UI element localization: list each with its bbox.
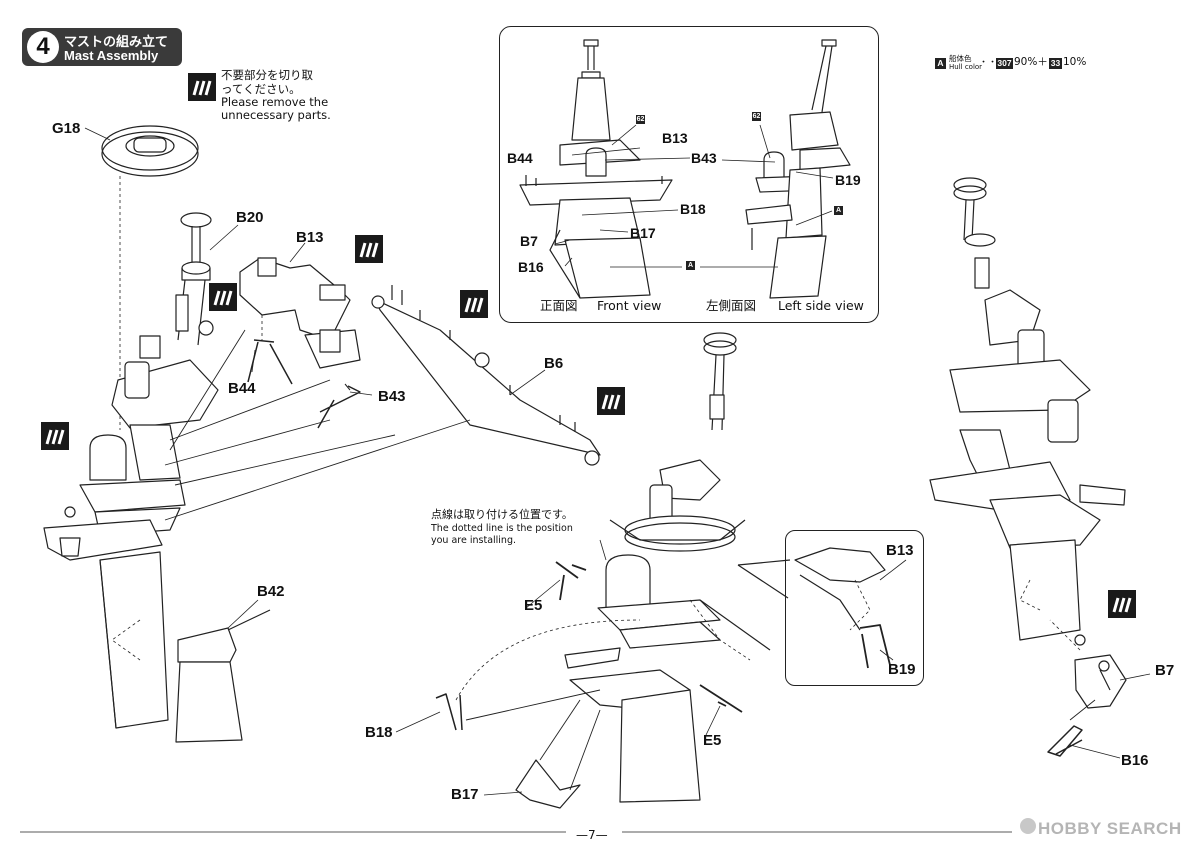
remove-note-en-2: unnecessary parts.	[221, 108, 331, 122]
watermark-logo-icon	[1020, 818, 1036, 834]
side-view-label-en: Left side view	[778, 298, 864, 313]
inset-label-b17: B17	[630, 225, 656, 241]
part-label-b44: B44	[228, 380, 256, 397]
part-label-e5-left: E5	[524, 597, 543, 614]
detail-label-b19: B19	[888, 661, 916, 678]
part-label-b20: B20	[236, 209, 264, 226]
cut-icon-left-lower	[41, 422, 69, 450]
inset-part-62-side: 62	[752, 112, 761, 121]
part-label-b16: B16	[1121, 752, 1149, 769]
dotted-note-en-2: you are installing.	[431, 535, 517, 546]
inset-front-view-drawing	[519, 39, 673, 299]
part-label-g18: G18	[52, 120, 81, 137]
inset-part-a-center: A	[686, 261, 695, 270]
remove-note-jp-2: ってください。	[221, 82, 301, 96]
b13-platform-drawing	[239, 257, 361, 369]
side-view-label-jp: 左側面図	[706, 298, 757, 313]
inset-label-b18: B18	[680, 201, 706, 217]
step-title-en: Mast Assembly	[64, 48, 159, 63]
hull-color-label-en: Hull color	[949, 63, 983, 71]
dotted-note-jp: 点線は取り付ける位置です。	[431, 508, 573, 521]
step-number: 4	[27, 31, 59, 63]
watermark-text: HOBBY SEARCH	[1038, 819, 1182, 838]
front-view-label-jp: 正面図	[540, 298, 578, 313]
cut-icon-b6-end	[597, 387, 625, 415]
detail-box	[785, 530, 924, 686]
part-label-b13: B13	[296, 229, 324, 246]
center-mast-drawing	[564, 332, 771, 803]
inset-label-b44: B44	[507, 150, 533, 166]
cut-icon-b6-mid	[460, 290, 488, 318]
detail-drawing	[737, 547, 891, 669]
hull-color-dots: ・・・	[979, 58, 1007, 68]
part-label-b6: B6	[544, 355, 564, 372]
remove-note-en-1: Please remove the	[221, 95, 329, 109]
cut-icon-left-mast	[209, 283, 237, 311]
part-label-b18: B18	[365, 724, 393, 741]
step-title-jp: マストの組み立て	[64, 35, 169, 50]
inset-side-view-drawing	[745, 39, 851, 299]
paint-chip-2: 33	[1049, 58, 1062, 69]
part-label-e5-right: E5	[703, 732, 722, 749]
detail-label-b13: B13	[886, 542, 914, 559]
paint-pct-2: 10%	[1063, 56, 1087, 68]
hull-color-label-jp: 船体色	[949, 54, 972, 63]
hull-color-code: A	[935, 58, 946, 69]
inset-label-b16: B16	[518, 259, 544, 275]
cut-icon-right	[1108, 590, 1136, 618]
inset-part-62-front: 62	[636, 115, 645, 124]
paint-pct-1: 90%＋	[1014, 56, 1048, 68]
right-mast-drawing	[929, 177, 1127, 757]
inset-part-a-side: A	[834, 206, 843, 215]
cut-icon-top	[188, 73, 216, 101]
inset-label-b43: B43	[691, 150, 717, 166]
dotted-note-en-1: The dotted line is the position	[431, 523, 573, 534]
inset-label-b13: B13	[662, 130, 688, 146]
paint-chip-1: 307	[996, 58, 1013, 69]
inset-label-b7: B7	[520, 233, 538, 249]
page-number: —7—	[576, 828, 608, 842]
part-label-b42: B42	[257, 583, 285, 600]
part-label-b17: B17	[451, 786, 479, 803]
cut-icon-b6	[355, 235, 383, 263]
left-mast-drawing	[43, 125, 219, 729]
part-label-b7: B7	[1155, 662, 1175, 679]
b6-yard-drawing	[371, 285, 601, 466]
inset-label-b19: B19	[835, 172, 861, 188]
front-view-label-en: Front view	[597, 298, 662, 313]
remove-note-jp-1: 不要部分を切り取	[221, 68, 313, 82]
part-label-b43: B43	[378, 388, 406, 405]
inset-view-box	[499, 26, 879, 323]
